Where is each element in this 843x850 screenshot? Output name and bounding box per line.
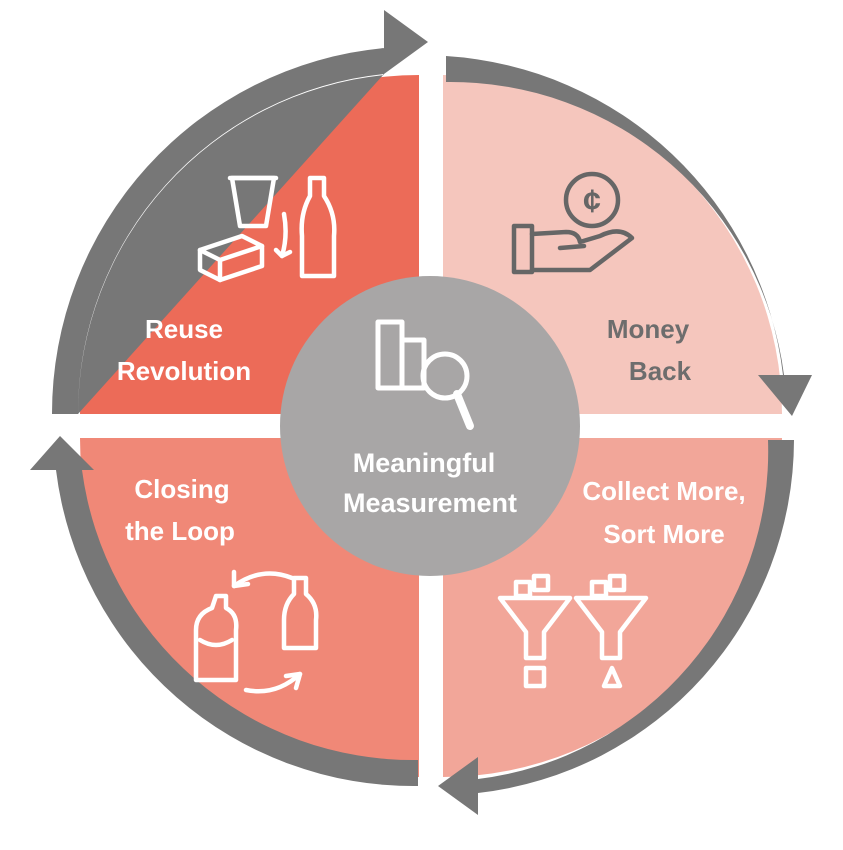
- arrow-bottom-right: [438, 440, 820, 815]
- coin-symbol: ¢: [583, 183, 601, 219]
- closing-label-line1: Closing: [134, 474, 229, 504]
- collect-label-line2: Sort More: [603, 519, 724, 549]
- hand-coin-icon: [511, 171, 635, 275]
- reuse-label-line2: Revolution: [117, 356, 251, 386]
- closing-label-line2: the Loop: [125, 516, 235, 546]
- money-label-line2: Back: [629, 356, 692, 386]
- arrow-bottom-left: [30, 436, 418, 812]
- money-label-line1: Money: [607, 314, 690, 344]
- reuse-label-line1: Reuse: [145, 314, 223, 344]
- center-label-line1: Meaningful: [353, 448, 496, 478]
- center-label-line2: Measurement: [343, 488, 517, 518]
- collect-label-line1: Collect More,: [582, 476, 745, 506]
- center-circle: [280, 276, 580, 576]
- bottle-cycle-icon: [193, 569, 319, 694]
- arrow-top-right: [446, 30, 812, 416]
- reuse-containers-icon: [197, 175, 337, 283]
- arrow-top-left: [51, 10, 428, 414]
- sorting-funnels-icon: [497, 573, 649, 689]
- chart-magnifier-icon: [375, 319, 474, 430]
